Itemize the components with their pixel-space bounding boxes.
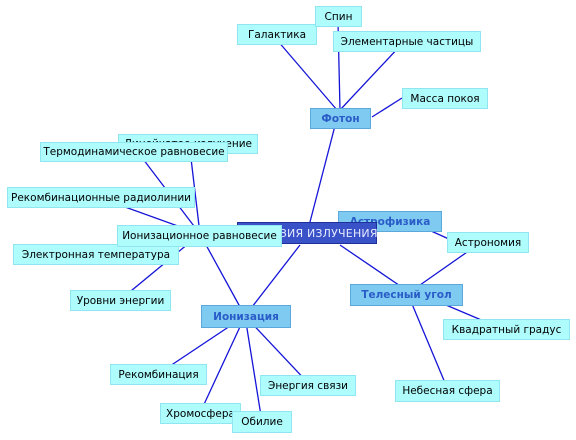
- leaf-kvadratny[interactable]: Квадратный градус: [443, 319, 570, 340]
- link-center-foton: [309, 117, 338, 223]
- leaf-elektr-temp[interactable]: Электронная температура: [13, 244, 179, 265]
- leaf-astronomiya[interactable]: Астрономия: [447, 232, 529, 253]
- branch-foton[interactable]: Фотон: [310, 108, 371, 129]
- link-ionizaciya-hromosfera: [199, 315, 246, 414]
- branch-telesny-ugol[interactable]: Телесный угол: [350, 284, 463, 306]
- link-ionizaciya-ioniz-ravnov: [199, 233, 246, 317]
- leaf-ioniz-ravnov[interactable]: Ионизационное равновесие: [117, 225, 282, 247]
- leaf-nebesnaya[interactable]: Небесная сфера: [395, 380, 500, 402]
- link-center-ionizaciya: [244, 244, 301, 317]
- leaf-rekomb-radio[interactable]: Рекомбинационные радиолинии: [7, 187, 195, 208]
- link-telesny-nebesnaya: [411, 303, 449, 391]
- leaf-urovni[interactable]: Уровни энергии: [70, 290, 171, 311]
- link-foton-elementarnye: [339, 45, 401, 111]
- link-ionizaciya-obilie: [244, 315, 263, 423]
- leaf-energiya-svyazi[interactable]: Энергия связи: [260, 375, 356, 396]
- branch-ionizaciya[interactable]: Ионизация: [201, 305, 291, 328]
- link-foton-massa: [371, 97, 403, 118]
- leaf-termodin[interactable]: Термодинамическое равновесие: [40, 142, 228, 162]
- leaf-obilie[interactable]: Обилие: [232, 411, 292, 433]
- leaf-elementarnye[interactable]: Элементарные частицы: [333, 31, 481, 52]
- leaf-galaktika[interactable]: Галактика: [237, 24, 317, 45]
- leaf-massa-pokoya[interactable]: Масса покоя: [402, 88, 488, 109]
- link-ioniz-lineychatoe: [189, 149, 201, 235]
- link-foton-galaktika: [276, 39, 338, 111]
- leaf-rekombinaciya[interactable]: Рекомбинация: [110, 364, 207, 385]
- leaf-hromosfera[interactable]: Хромосфера: [160, 403, 241, 424]
- leaf-spin[interactable]: Спин: [315, 6, 362, 27]
- link-telesny-astronomiya: [419, 249, 471, 286]
